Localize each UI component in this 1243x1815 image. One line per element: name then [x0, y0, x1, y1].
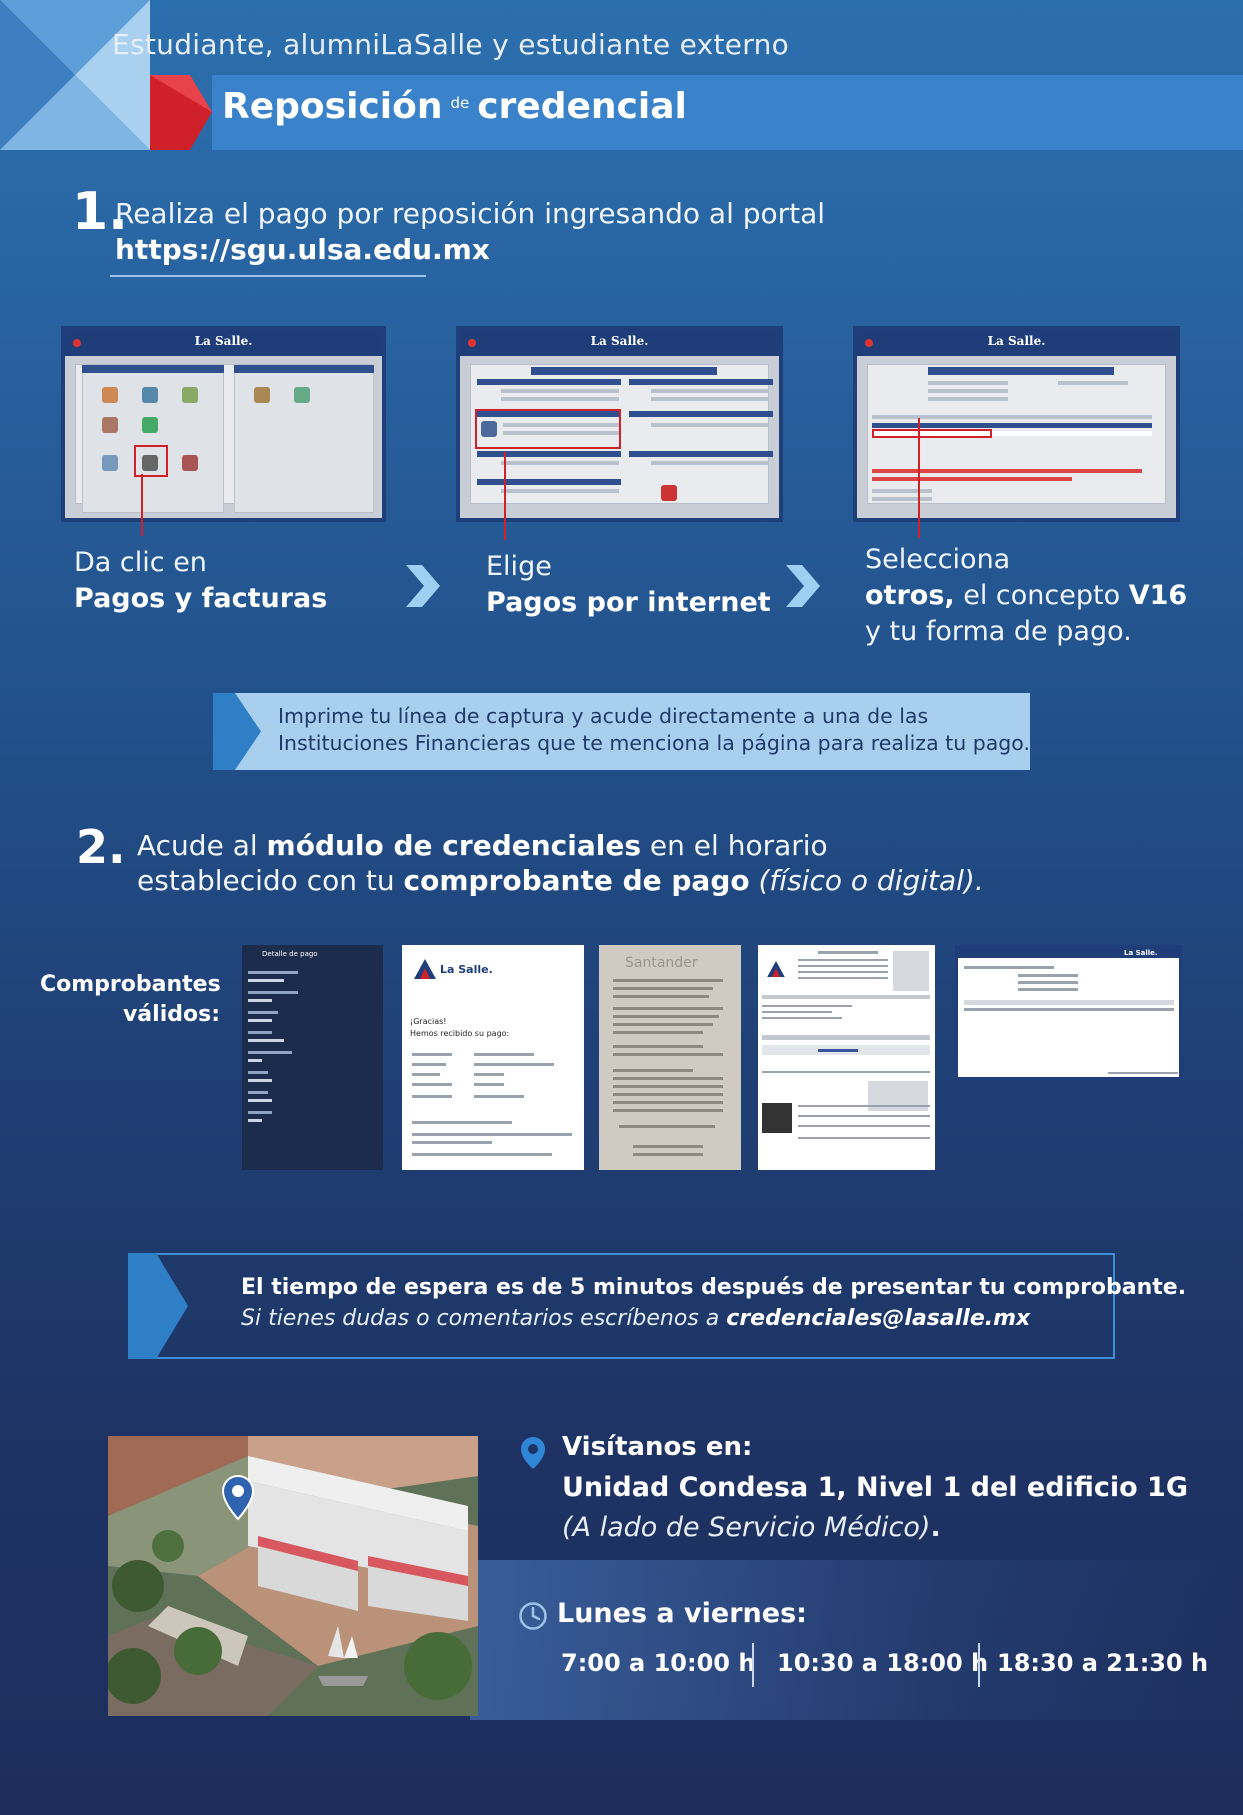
- pointer-line-2: [504, 452, 506, 540]
- step-2-text: Acude al módulo de credenciales en el ho…: [137, 829, 984, 897]
- caption-pagos-internet: Elige Pagos por internet: [486, 551, 771, 618]
- schedule-days: Lunes a viernes:: [557, 1598, 807, 1629]
- chevron-right-icon: [786, 565, 820, 607]
- portal-screenshot-2: La Salle.: [456, 326, 783, 522]
- schedule-divider: [978, 1643, 980, 1687]
- schedule-divider: [752, 1643, 754, 1687]
- info-band-text: Imprime tu línea de captura y acude dire…: [278, 704, 1030, 755]
- info-band-tiempo-espera: [128, 1253, 1115, 1359]
- band-arrow-icon: [213, 693, 261, 770]
- tiempo-espera-text: El tiempo de espera es de 5 minutos desp…: [241, 1275, 1187, 1300]
- portal-screenshot-3: La Salle.: [853, 326, 1180, 522]
- schedule-hour-2: 10:30 a 18:00 h: [777, 1649, 989, 1677]
- location-note: (A lado de Servicio Médico).: [562, 1512, 941, 1543]
- receipt-email-gracias: La Salle. ¡Gracias! Hemos recibido su pa…: [402, 945, 584, 1170]
- chevron-right-icon: [406, 565, 440, 607]
- band-arrow-icon: [128, 1253, 188, 1359]
- pointer-line-1: [141, 474, 143, 536]
- header-decoration: [0, 0, 1243, 150]
- receipt-web-confirmation: La Salle.: [955, 945, 1182, 1080]
- receipt-cfdi-invoice: [758, 945, 935, 1170]
- clock-icon: [519, 1602, 547, 1630]
- header-subtitle: Estudiante, alumniLaSalle y estudiante e…: [112, 28, 790, 61]
- schedule-hour-3: 18:30 a 21:30 h: [997, 1649, 1209, 1677]
- receipt-app-detalle: Detalle de pago: [242, 945, 383, 1170]
- caption-concepto-v16: Selecciona otros, el concepto V16 y tu f…: [865, 544, 1188, 647]
- receipt-santander-ticket: Santander: [599, 945, 741, 1170]
- info-band-linea-captura: [213, 693, 1030, 770]
- portal-url[interactable]: https://sgu.ulsa.edu.mx: [115, 233, 490, 266]
- contacto-text: Si tienes dudas o comentarios escríbenos…: [241, 1306, 1031, 1331]
- location-address: Unidad Condesa 1, Nivel 1 del edificio 1…: [562, 1472, 1188, 1503]
- step-1-number: 1.: [72, 182, 128, 242]
- pointer-line-3: [918, 418, 920, 538]
- caption-pagos-facturas: Da clic en Pagos y facturas: [74, 547, 328, 614]
- location-pin-icon: [521, 1437, 545, 1469]
- comprobantes-label: Comprobantes válidos:: [40, 972, 221, 1027]
- step-1-text: Realiza el pago por reposición ingresand…: [115, 197, 826, 266]
- step-2-number: 2.: [76, 820, 126, 874]
- portal-screenshot-1: La Salle.: [61, 326, 386, 522]
- lasalle-logo-icon: [414, 959, 436, 979]
- visitanos-title: Visítanos en:: [562, 1432, 753, 1462]
- schedule-glow: [470, 1560, 1243, 1720]
- contact-email-link[interactable]: credenciales@lasalle.mx: [726, 1306, 1031, 1331]
- campus-map-image: [108, 1436, 478, 1716]
- schedule-hour-1: 7:00 a 10:00 h: [561, 1649, 756, 1677]
- url-underline: [110, 275, 426, 277]
- lasalle-logo-icon: [767, 961, 785, 977]
